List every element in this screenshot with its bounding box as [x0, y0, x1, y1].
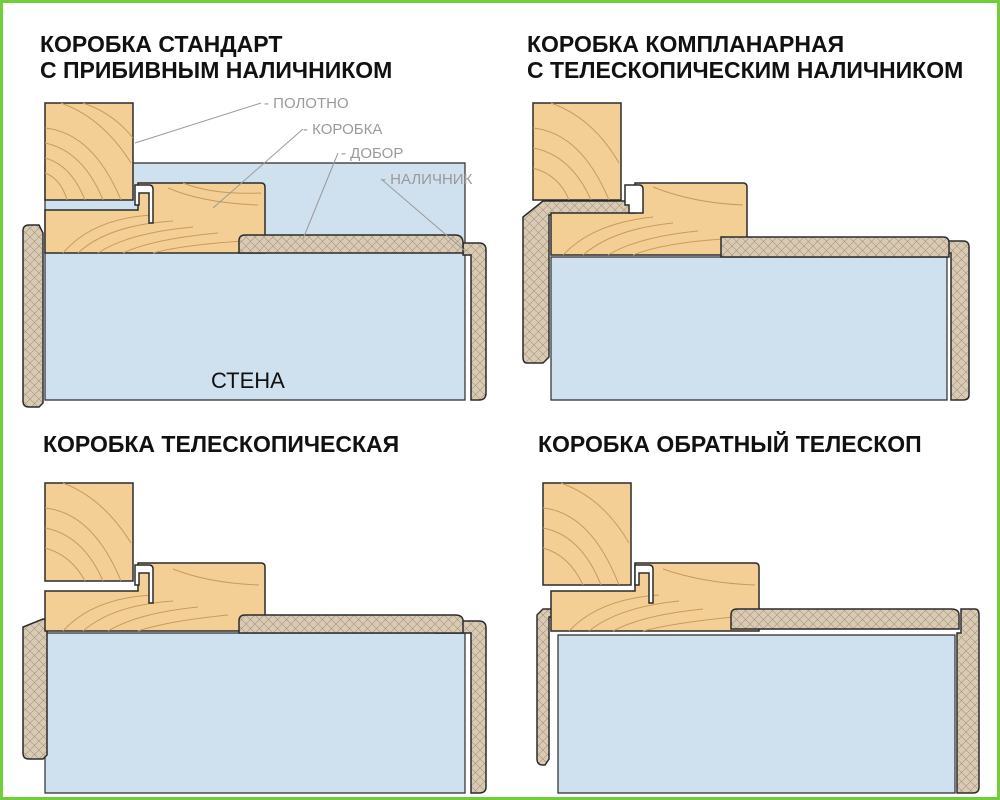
frame-grain — [562, 186, 744, 256]
diagram-reverse-telescope — [536, 482, 980, 794]
extension-board — [238, 234, 464, 254]
seal-gasket — [134, 564, 154, 604]
diagram-standard: - ПОЛОТНО - КОРОБКА - ДОБОР - НАЛИЧНИК С… — [22, 95, 487, 408]
title-complanar: КОРОБКА КОМПЛАНАРНАЯ С ТЕЛЕСКОПИЧЕСКИМ Н… — [527, 31, 963, 83]
title-standard: КОРОБКА СТАНДАРТ С ПРИБИВНЫМ НАЛИЧНИКОМ — [40, 31, 392, 83]
diagram-telescopic — [22, 482, 487, 794]
title-reverse-telescope: КОРОБКА ОБРАТНЫЙ ТЕЛЕСКОП — [538, 431, 922, 457]
title-telescopic: КОРОБКА ТЕЛЕСКОПИЧЕСКАЯ — [43, 431, 399, 457]
callout-label-leaf: - ПОЛОТНО — [264, 95, 349, 112]
leaf-grain — [44, 482, 132, 582]
casing-left — [536, 608, 556, 766]
title-standard-line2: С ПРИБИВНЫМ НАЛИЧНИКОМ — [40, 57, 393, 83]
wall-block — [550, 256, 948, 401]
callout-label-extension: - ДОБОР — [341, 145, 403, 162]
extension-board — [720, 236, 950, 258]
extension-board — [730, 608, 960, 630]
wall-block — [557, 634, 956, 794]
diagrams-canvas: - ПОЛОТНО - КОРОБКА - ДОБОР - НАЛИЧНИК С… — [22, 95, 980, 794]
casing-right — [956, 608, 980, 794]
seal-gasket — [134, 184, 154, 224]
title-reverse-telescope-line1: КОРОБКА ОБРАТНЫЙ ТЕЛЕСКОП — [538, 431, 922, 457]
door-frame-wood — [550, 182, 748, 256]
door-leaf-wood — [44, 102, 134, 201]
seal-gasket — [624, 184, 644, 214]
leaf-grain — [532, 102, 620, 201]
wall-block — [44, 632, 466, 794]
leaf-grain — [542, 482, 630, 586]
diagram-complanar — [522, 102, 970, 401]
frame-grain — [568, 568, 756, 632]
extension-board — [238, 614, 464, 634]
callout-label-frame: - КОРОБКА — [303, 121, 382, 138]
casing-left — [522, 200, 644, 364]
title-complanar-line1: КОРОБКА КОМПЛАНАРНАЯ — [527, 31, 845, 57]
door-leaf-wood — [542, 482, 632, 586]
seal-gasket — [634, 564, 654, 604]
frame-grain — [62, 182, 262, 254]
title-complanar-line2: С ТЕЛЕСКОПИЧЕСКИМ НАЛИЧНИКОМ — [527, 57, 964, 83]
wall-label: СТЕНА — [211, 368, 285, 393]
leaf-grain — [44, 102, 134, 201]
casing-right — [920, 240, 970, 401]
casing-left — [22, 224, 44, 408]
frame-grain — [62, 568, 260, 632]
title-telescopic-line1: КОРОБКА ТЕЛЕСКОПИЧЕСКАЯ — [43, 431, 400, 457]
callout-lines — [134, 102, 466, 252]
door-leaf-wood — [532, 102, 622, 201]
callout-label-casing: - НАЛИЧНИК — [381, 171, 473, 188]
casing-right — [434, 620, 487, 794]
title-standard-line1: КОРОБКА СТАНДАРТ — [40, 31, 283, 57]
casing-right — [462, 242, 487, 401]
